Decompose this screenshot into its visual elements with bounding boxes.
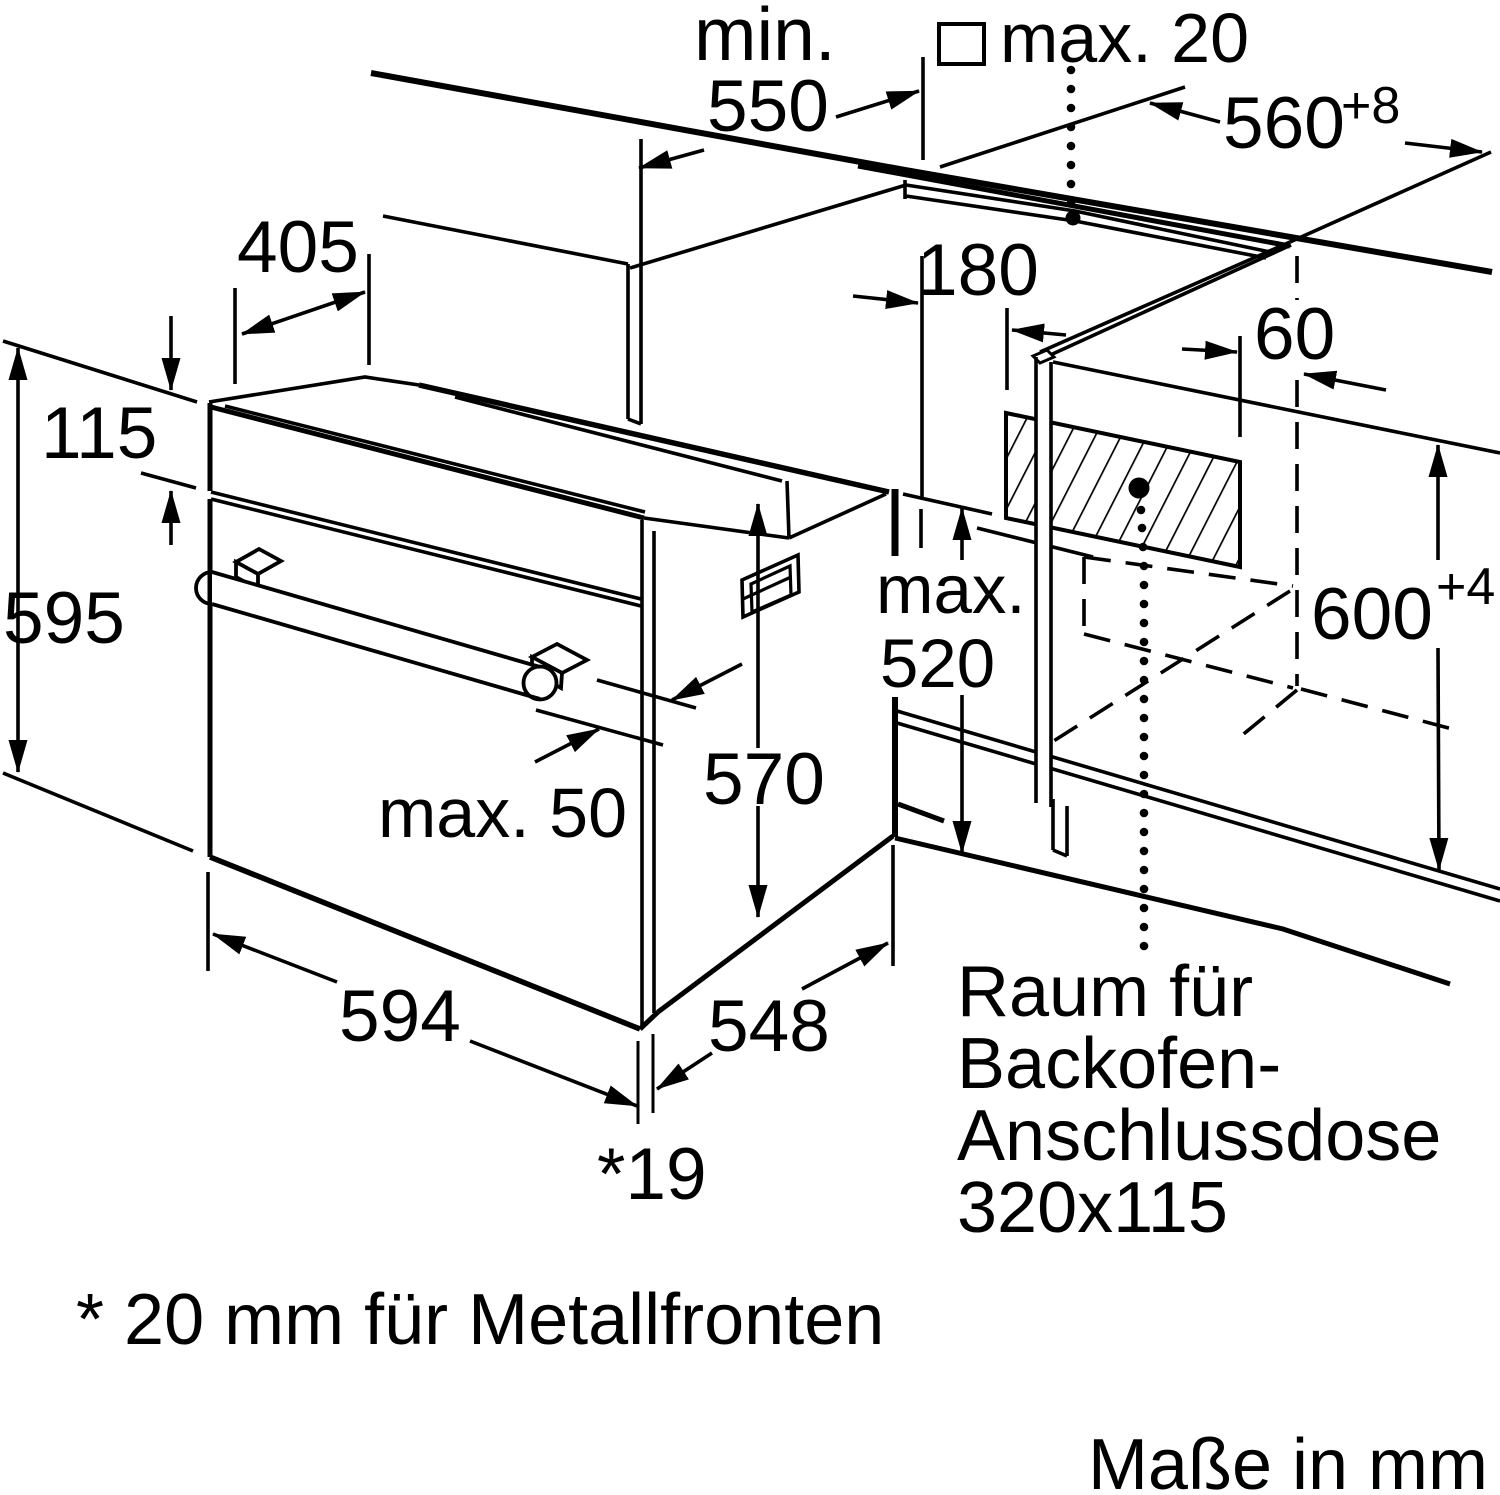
svg-text:max. 50: max. 50: [378, 774, 627, 852]
svg-text:max.: max.: [876, 551, 1026, 628]
svg-text:405: 405: [237, 207, 359, 288]
svg-text:*19: *19: [597, 1134, 707, 1215]
svg-text:560: 560: [1223, 83, 1345, 164]
svg-text:+4: +4: [1436, 558, 1495, 616]
svg-text:520: 520: [880, 625, 995, 702]
svg-text:548: 548: [708, 986, 830, 1067]
svg-text:max. 20: max. 20: [1000, 0, 1249, 77]
svg-text:+8: +8: [1341, 77, 1400, 135]
svg-text:600: 600: [1311, 574, 1433, 655]
svg-text:Backofen-: Backofen-: [957, 1024, 1281, 1104]
svg-text:Maße in mm: Maße in mm: [1088, 1425, 1488, 1495]
svg-text:320x115: 320x115: [957, 1168, 1228, 1248]
svg-text:594: 594: [339, 976, 461, 1057]
svg-text:60: 60: [1254, 294, 1335, 375]
svg-text:115: 115: [41, 393, 157, 474]
svg-text:Raum für: Raum für: [957, 952, 1253, 1032]
svg-text:180: 180: [917, 230, 1039, 311]
svg-text:min.: min.: [694, 0, 836, 76]
svg-text:595: 595: [3, 578, 125, 659]
svg-text:570: 570: [703, 739, 825, 820]
svg-text:550: 550: [707, 66, 829, 147]
svg-text:Anschlussdose: Anschlussdose: [957, 1096, 1441, 1176]
svg-text:* 20 mm für Metallfronten: * 20 mm für Metallfronten: [76, 1280, 884, 1360]
